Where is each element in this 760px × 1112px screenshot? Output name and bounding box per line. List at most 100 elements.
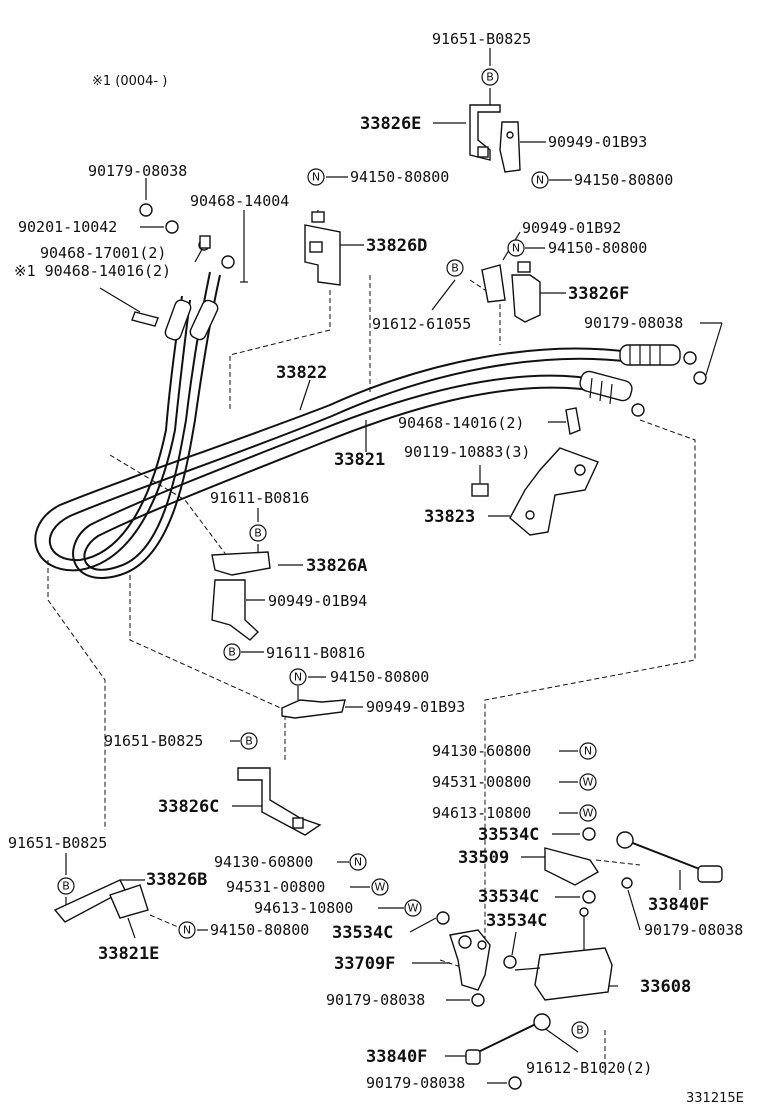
label-90119-10883: 90119-10883(3)	[404, 443, 530, 461]
svg-text:W: W	[408, 902, 419, 915]
clamp-90949-01B94	[211, 579, 260, 641]
label-33822: 33822	[276, 363, 327, 383]
cable-end-left	[164, 239, 235, 341]
label-94531-00800-r: 94531-00800	[432, 773, 531, 791]
label-33821E: 33821E	[98, 944, 159, 964]
label-33826A: 33826A	[306, 556, 367, 576]
reference-code: 331215E	[686, 1091, 744, 1106]
symbol-b-91612-B1020: B	[571, 1021, 589, 1039]
symbol-b-91651-left: B	[57, 877, 75, 895]
part-labels: ※1 (0004- ) 91651-B0825 33826E 90949-01B…	[8, 30, 744, 1106]
bracket-33826D	[304, 224, 341, 286]
label-90468-14016-x: ※1 90468-14016(2)	[14, 262, 171, 280]
symbol-w-94531-r: W	[579, 773, 597, 791]
svg-text:B: B	[228, 646, 236, 659]
label-90949-01B93-top: 90949-01B93	[548, 133, 647, 151]
svg-text:B: B	[254, 527, 262, 540]
symbol-n-5: N	[178, 921, 196, 939]
label-91612-61055: 91612-61055	[372, 315, 471, 333]
cable-end-right-upper	[619, 344, 697, 366]
label-33826E: 33826E	[360, 114, 421, 134]
bracket-33826A	[211, 551, 271, 576]
label-33826B: 33826B	[146, 870, 207, 890]
label-91611-B0816-a: 91611-B0816	[210, 489, 309, 507]
label-90179-08038-a: 90179-08038	[88, 162, 187, 180]
symbol-b-top: B	[481, 68, 499, 86]
label-33608: 33608	[640, 977, 691, 997]
label-90468-14016-2: 90468-14016(2)	[398, 414, 524, 432]
cable-33821	[72, 271, 605, 579]
clamp-90949-01B93-mid	[281, 699, 346, 719]
assembly-guide-lines	[47, 275, 696, 1075]
label-90179-08038-e: 90179-08038	[366, 1074, 465, 1092]
label-33534C-4: 33534C	[486, 911, 547, 931]
clamp-90949-01B92	[481, 264, 506, 303]
label-94531-00800-c: 94531-00800	[226, 878, 325, 896]
label-33823: 33823	[424, 507, 475, 527]
rod-33840F-bottom	[465, 1013, 551, 1065]
symbol-n-2: N	[531, 171, 549, 189]
label-90179-08038-d: 90179-08038	[326, 991, 425, 1009]
symbol-n-1: N	[307, 168, 325, 186]
label-91611-B0816-b: 91611-B0816	[266, 644, 365, 662]
clip-90468-14016-right	[565, 407, 581, 435]
clip-90468-14016-x	[131, 311, 159, 327]
svg-text:N: N	[183, 924, 191, 937]
leader-lines	[65, 48, 723, 1084]
symbol-b-33826A: B	[249, 524, 267, 542]
svg-text:W: W	[583, 776, 594, 789]
svg-text:N: N	[312, 171, 320, 184]
label-94150-80800-5: 94150-80800	[210, 921, 309, 939]
svg-text:N: N	[536, 174, 544, 187]
bracket-33709F	[449, 929, 491, 991]
label-94150-80800-3: 94150-80800	[548, 239, 647, 257]
label-94613-10800-c: 94613-10800	[254, 899, 353, 917]
bolt-90468-14004	[240, 255, 248, 283]
symbol-w-94613-r: W	[579, 804, 597, 822]
label-33534C-2: 33534C	[332, 923, 393, 943]
label-90949-01B92: 90949-01B92	[522, 219, 621, 237]
label-91651-B0825-left: 91651-B0825	[8, 834, 107, 852]
symbol-b-91651-mid: B	[240, 732, 258, 750]
label-94613-10800-r: 94613-10800	[432, 804, 531, 822]
label-33709F: 33709F	[334, 954, 395, 974]
label-90201-10042: 90201-10042	[18, 218, 117, 236]
symbol-n-4: N	[289, 668, 307, 686]
bracket-33826F	[511, 274, 541, 323]
svg-text:W: W	[583, 807, 594, 820]
label-33534C-3: 33534C	[478, 887, 539, 907]
lever-33509	[544, 847, 600, 886]
svg-text:B: B	[576, 1024, 584, 1037]
label-91651-B0825-top: 91651-B0825	[432, 30, 531, 48]
label-94150-80800-4: 94150-80800	[330, 668, 429, 686]
svg-text:B: B	[62, 880, 70, 893]
shift-housing-33608	[514, 907, 613, 1001]
bracket-33826C	[237, 767, 322, 836]
label-90949-01B94: 90949-01B94	[268, 592, 367, 610]
label-91612-B1020: 91612-B1020(2)	[526, 1059, 652, 1077]
label-33534C-1: 33534C	[478, 825, 539, 845]
svg-text:N: N	[512, 242, 520, 255]
symbol-b-91611: B	[223, 643, 241, 661]
label-33821: 33821	[334, 450, 385, 470]
nuts-and-bolts	[139, 146, 707, 1090]
bracket-33826E	[469, 104, 501, 161]
label-33840F-bottom: 33840F	[366, 1047, 427, 1067]
label-33826F: 33826F	[568, 284, 629, 304]
label-90468-14004: 90468-14004	[190, 192, 289, 210]
svg-text:N: N	[294, 671, 302, 684]
svg-text:B: B	[486, 71, 494, 84]
label-90949-01B93-mid: 90949-01B93	[366, 698, 465, 716]
svg-text:B: B	[451, 262, 459, 275]
label-90468-17001: 90468-17001(2)	[40, 244, 166, 262]
label-94150-80800-2: 94150-80800	[574, 171, 673, 189]
label-33826C: 33826C	[158, 797, 219, 817]
svg-text:N: N	[584, 745, 592, 758]
cable-end-right-lower	[579, 370, 645, 417]
symbol-n-94130-c: N	[349, 853, 367, 871]
symbol-b-33826F: B	[446, 259, 464, 277]
symbol-n-94130-r: N	[579, 742, 597, 760]
svg-text:N: N	[354, 856, 362, 869]
label-90179-08038-b: 90179-08038	[584, 314, 683, 332]
